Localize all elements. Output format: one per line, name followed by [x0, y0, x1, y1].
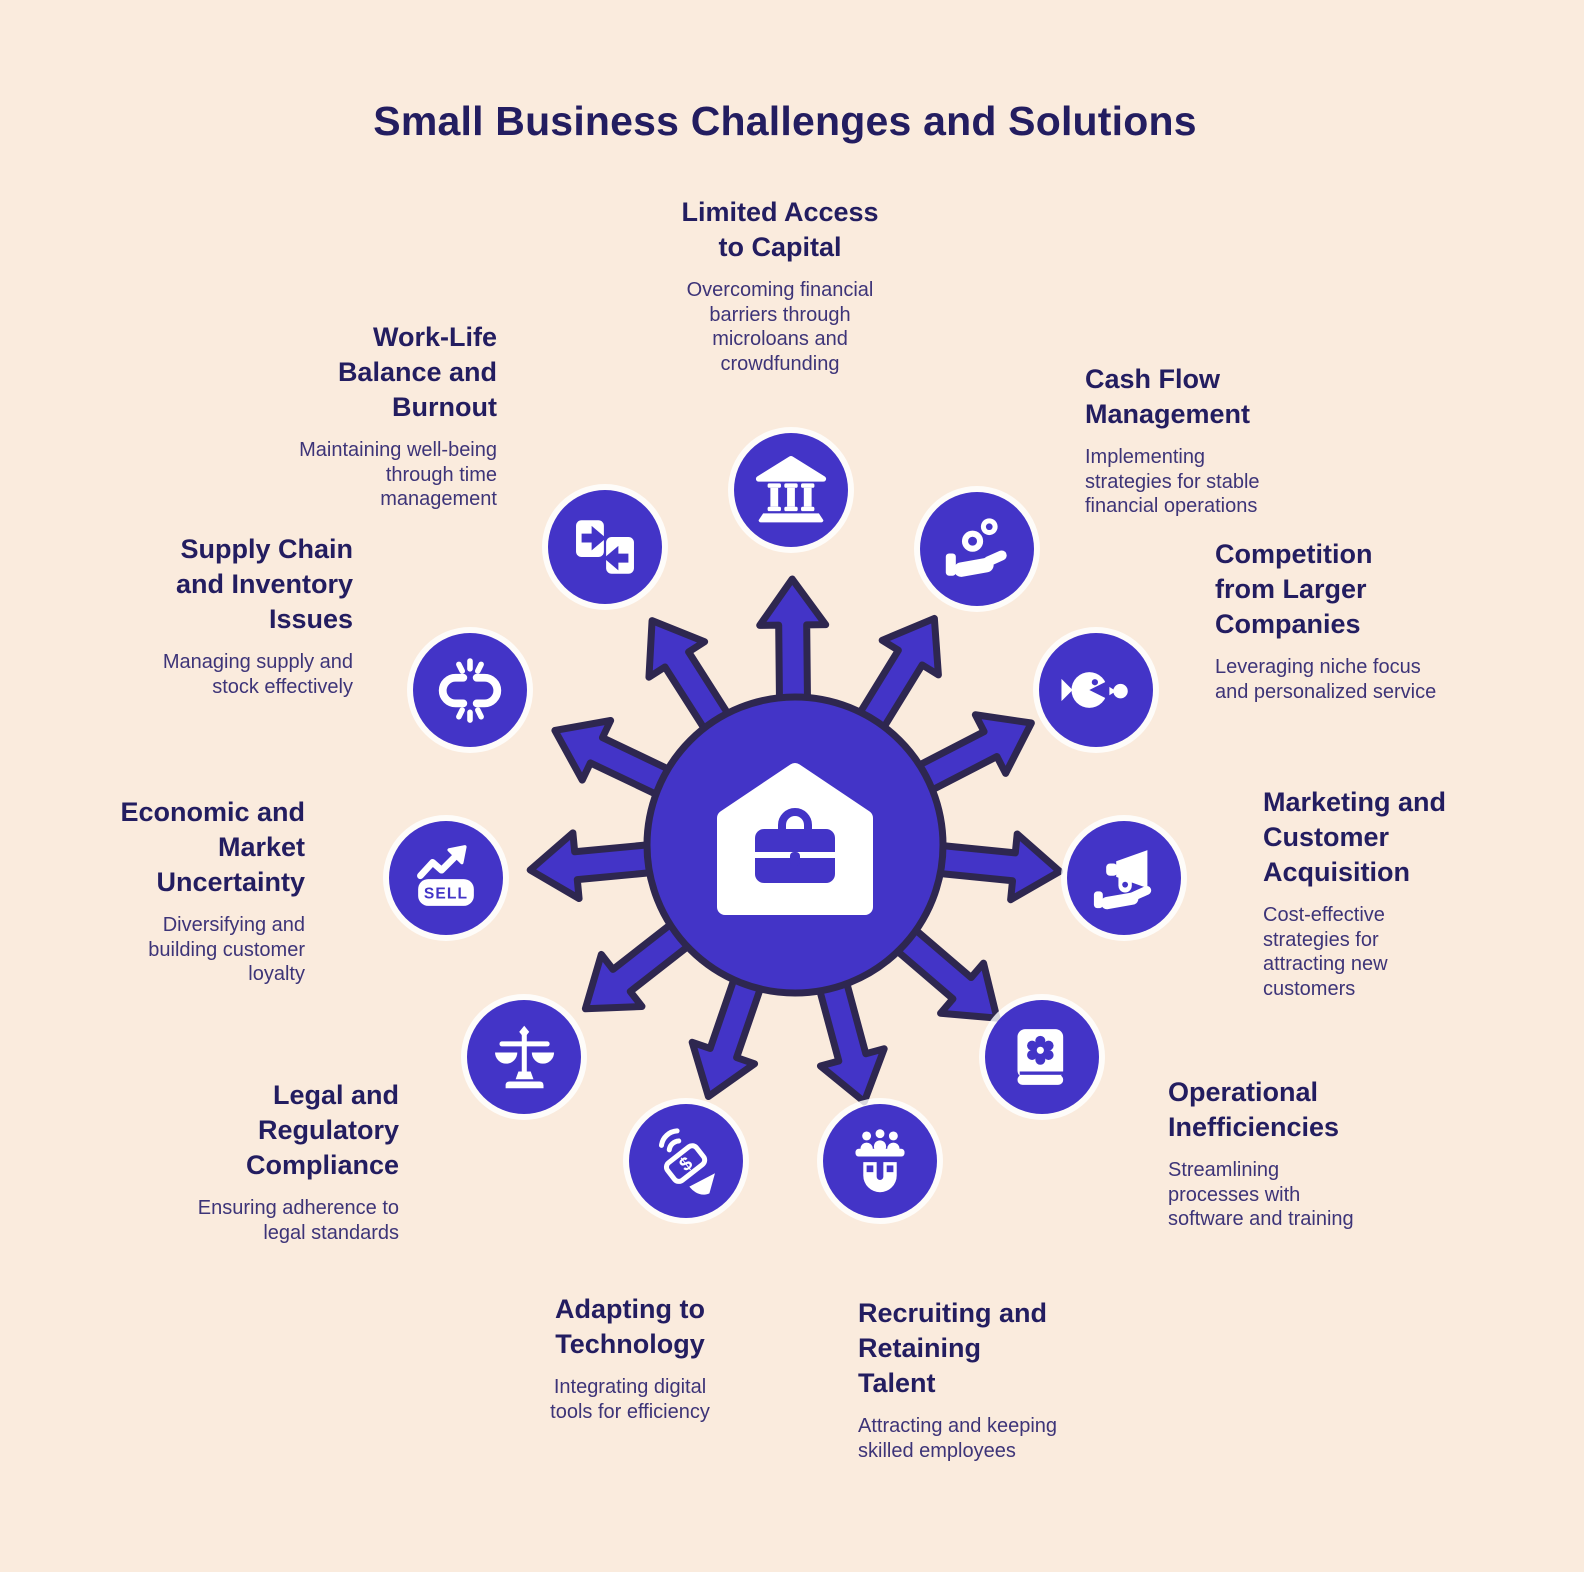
item-description: Integrating digital tools for efficiency	[550, 1376, 710, 1423]
magnet-people-icon	[855, 1129, 905, 1193]
label-economic-and-market-uncertainty: Economic and Market Uncertainty Diversif…	[120, 795, 305, 987]
label-work-life-balance-and-burnout: Work-Life Balance and Burnout Maintainin…	[299, 320, 497, 512]
node-competition-from-larger-companies	[1039, 633, 1153, 747]
page-title: Small Business Challenges and Solutions	[373, 98, 1197, 144]
label-marketing-and-customer-acquisition: Marketing and Customer Acquisition Cost-…	[1263, 785, 1446, 1001]
label-operational-inefficiencies: Operational Inefficiencies Streamlining …	[1168, 1075, 1354, 1232]
scales-icon	[495, 1025, 555, 1089]
item-description: Maintaining well-being through time mana…	[299, 439, 497, 510]
label-legal-and-regulatory-compliance: Legal and Regulatory Compliance Ensuring…	[198, 1078, 399, 1245]
label-recruiting-and-retaining-talent: Recruiting and Retaining Talent Attracti…	[858, 1296, 1057, 1463]
item-description: Implementing strategies for stable finan…	[1085, 446, 1260, 517]
item-title: Work-Life Balance and Burnout	[337, 322, 497, 422]
home-briefcase-icon	[717, 763, 873, 915]
item-description: Streamlining processes with software and…	[1168, 1159, 1354, 1230]
node-economic-and-market-uncertainty: SELL	[389, 821, 503, 935]
transfer-cards-icon	[576, 520, 634, 574]
bank-icon	[755, 456, 827, 523]
node-legal-and-regulatory-compliance	[467, 1000, 581, 1114]
item-description: Ensuring adherence to legal standards	[197, 1197, 399, 1244]
label-limited-access-to-capital: Limited Access to Capital Overcoming fin…	[580, 195, 980, 376]
item-title: Legal and Regulatory Compliance	[245, 1080, 399, 1180]
item-title: Adapting to Technology	[555, 1294, 705, 1359]
node-limited-access-to-capital	[734, 433, 848, 547]
megaphone-hand-icon	[1093, 850, 1152, 910]
item-title: Limited Access to Capital	[681, 197, 879, 262]
item-title: Cash Flow Management	[1085, 364, 1251, 429]
label-cash-flow-management: Cash Flow Management Implementing strate…	[1085, 362, 1260, 519]
big-fish-small-fish-icon	[1061, 672, 1128, 708]
book-gear-icon	[1017, 1029, 1064, 1085]
item-title: Operational Inefficiencies	[1168, 1077, 1340, 1142]
node-recruiting-and-retaining-talent	[823, 1104, 937, 1218]
item-title: Competition from Larger Companies	[1215, 539, 1373, 639]
node-work-life-balance-and-burnout	[548, 490, 662, 604]
central-hub	[465, 515, 1125, 1175]
item-title: Recruiting and Retaining Talent	[858, 1298, 1048, 1398]
item-description: Leveraging niche focus and personalized …	[1215, 656, 1437, 703]
item-title: Marketing and Customer Acquisition	[1263, 787, 1447, 887]
item-description: Attracting and keeping skilled employees	[858, 1415, 1058, 1462]
item-description: Managing supply and stock effectively	[162, 651, 353, 698]
node-supply-chain-and-inventory-issues	[413, 633, 527, 747]
node-marketing-and-customer-acquisition	[1067, 821, 1181, 935]
coins-in-hand-icon	[945, 518, 1007, 577]
item-description: Cost-effective strategies for attracting…	[1263, 904, 1388, 1000]
item-description: Diversifying and building customer loyal…	[148, 914, 305, 985]
broken-chain-icon	[438, 658, 502, 723]
label-adapting-to-technology: Adapting to Technology Integrating digit…	[430, 1292, 830, 1424]
sell-chart-icon: SELL	[417, 845, 474, 906]
item-title: Supply Chain and Inventory Issues	[175, 534, 353, 634]
item-title: Economic and Market Uncertainty	[120, 797, 305, 897]
label-competition-from-larger-companies: Competition from Larger Companies Levera…	[1215, 537, 1436, 704]
label-supply-chain-and-inventory-issues: Supply Chain and Inventory Issues Managi…	[163, 532, 353, 699]
item-description: Overcoming financial barriers through mi…	[686, 279, 874, 375]
node-cash-flow-management	[920, 492, 1034, 606]
sell-glyph: SELL	[424, 886, 468, 903]
node-operational-inefficiencies	[985, 1000, 1099, 1114]
contactless-payment-icon: $	[658, 1128, 715, 1195]
node-adapting-to-technology: $	[629, 1104, 743, 1218]
